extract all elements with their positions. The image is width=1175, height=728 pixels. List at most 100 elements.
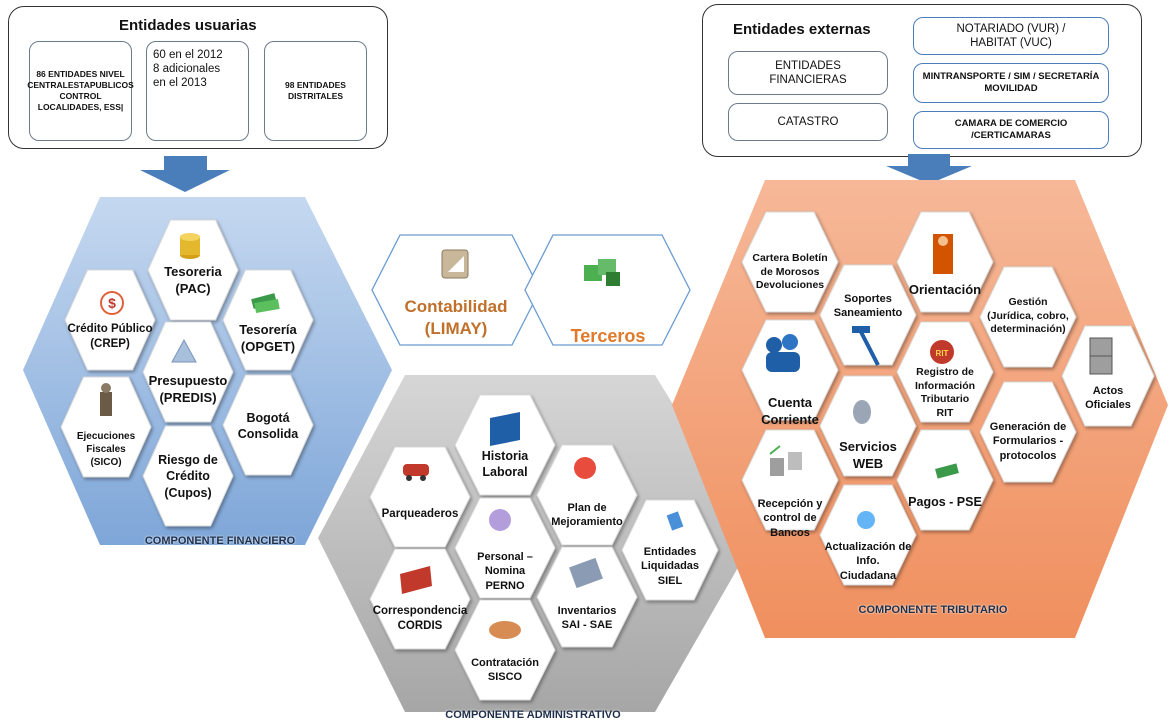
hex-rit	[896, 321, 994, 423]
people-icon	[766, 334, 800, 372]
label-inventarios-line: SAI - SAE	[561, 619, 613, 632]
entidades-externas-panel: Entidades externas ENTIDADES FINANCIERAS…	[702, 4, 1142, 157]
label-pagos-pse-line: Pagos - PSE	[908, 495, 982, 509]
label-ejecuciones-fiscales-line: Fiscales	[86, 444, 126, 455]
label-generacion-line: Formularios -	[992, 435, 1064, 448]
ext-box-financieras: ENTIDADES FINANCIERAS	[728, 51, 888, 95]
coins-icon	[180, 233, 200, 259]
mail-icon	[400, 566, 432, 594]
entity-box-distritales: 98 ENTIDADES DISTRITALES	[264, 41, 367, 141]
hex-terceros	[524, 234, 691, 346]
label-soportes-line: Saneamiento	[833, 307, 903, 320]
label-actualizacion-line: Ciudadana	[839, 569, 897, 582]
hammer-icon	[852, 326, 880, 366]
label-correspondencia-line: Correspondencia	[372, 605, 468, 617]
component-tributario-label: COMPONENTE TRIBUTARIO	[858, 604, 1008, 616]
label-generacion-line: Generación de	[989, 421, 1067, 433]
car-icon	[403, 464, 429, 481]
entity-box-years: 60 en el 2012 8 adicionales en el 2013	[146, 41, 249, 141]
rit-badge-icon: RIT	[930, 340, 954, 364]
hex-servicios-web	[819, 375, 917, 477]
label-orientacion-line: Orientación	[908, 282, 982, 297]
document-icon	[666, 511, 684, 531]
label-entidades-liquidadas-line: SIEL	[657, 574, 683, 587]
terceros-icon	[584, 259, 620, 286]
ext-box-catastro: CATASTRO	[728, 103, 888, 141]
label-presupuesto-line: (PREDIS)	[159, 389, 217, 405]
label-plan-mejoramiento-line: Plan de	[567, 502, 607, 514]
label-generacion-line: protocolos	[999, 449, 1057, 462]
label-presupuesto-line: Presupuesto	[148, 373, 228, 388]
component-financiero-label: COMPONENTE FINANCIERO	[144, 535, 296, 547]
hex-personal-nomina	[454, 497, 556, 599]
hex-parqueaderos	[369, 446, 471, 548]
hex-plan-mejoramiento	[536, 444, 638, 546]
label-bogota-consolida-line: Bogotá	[246, 411, 290, 425]
panel-title: Entidades usuarias	[119, 17, 257, 34]
label-tesoreria-pac: Tesoreria(PAC)	[133, 264, 253, 298]
label-tesoreria-opget-line: (OPGET)	[240, 338, 296, 354]
label-presupuesto: Presupuesto(PREDIS)	[128, 373, 248, 407]
label-riesgo-credito-line: Riesgo de	[158, 453, 218, 467]
hex-riesgo-credito	[142, 425, 234, 527]
contabilidad-icon	[441, 249, 469, 279]
hex-correspondencia	[369, 548, 471, 650]
label-actualizacion-line: Actualización de	[824, 541, 912, 553]
calculator-icon	[569, 557, 603, 589]
ext-box-mintransporte: MINTRANSPORTE / SIM / SECRETARÍA MOVILID…	[913, 63, 1109, 103]
plan-icon	[574, 457, 596, 479]
hex-actualizacion	[819, 484, 917, 586]
label-tesoreria-opget-line: Tesorería	[239, 322, 297, 337]
label-cartera-line: Cartera Boletín	[752, 252, 828, 264]
hex-recepcion	[741, 429, 839, 531]
label-plan-mejoramiento-line: Mejoramiento	[551, 516, 623, 529]
label-historia-laboral-line: Laboral	[482, 465, 528, 480]
label-tesoreria-pac-line: (PAC)	[175, 280, 211, 296]
label-soportes-line: Soportes	[844, 293, 892, 305]
hex-contratacion	[454, 599, 556, 701]
arrow-down-right	[886, 154, 972, 184]
label-gestion: Gestión(Jurídica, cobro,determinación)	[968, 296, 1088, 337]
label-parqueaderos-line: Parqueaderos	[381, 508, 459, 520]
person-icon	[489, 509, 511, 531]
label-contabilidad: Contabilidad(LIMAY)	[396, 296, 516, 340]
label-ejecuciones-fiscales-line: (SICO)	[90, 457, 122, 468]
justice-icon	[100, 383, 112, 416]
label-orientacion: Orientación	[885, 282, 1005, 299]
label-personal-nomina-line: Nomina	[484, 565, 526, 578]
hex-ejecuciones-fiscales	[60, 376, 152, 478]
label-plan-mejoramiento: Plan de Mejoramiento	[527, 501, 647, 530]
handshake-icon	[489, 621, 521, 639]
label-correspondencia-line: CORDIS	[397, 619, 443, 632]
label-credito-publico: Crédito Público(CREP)	[50, 322, 170, 352]
label-entidades-liquidadas-line: Liquidadas	[640, 560, 700, 573]
entidades-usuarias-panel: Entidades usuarias 86 ENTIDADES NIVEL CE…	[8, 6, 388, 149]
label-rit-line: Tributario	[920, 393, 970, 406]
label-terceros: Terceros	[548, 325, 668, 348]
label-gestion-line: (Jurídica, cobro,	[987, 309, 1069, 322]
label-rit-line: RIT	[936, 406, 954, 419]
ext-box-notariado: NOTARIADO (VUR) / HABITAT (VUC)	[913, 17, 1109, 55]
hex-inventarios	[536, 546, 638, 648]
hex-entidades-liquidadas	[621, 499, 719, 601]
pyramid-icon	[171, 338, 197, 363]
label-rit-line: Registro de	[916, 366, 974, 378]
ext-box-camara: CAMARA DE COMERCIO /CERTICAMARAS	[913, 111, 1109, 149]
hex-actos-oficiales	[1061, 325, 1155, 427]
label-recepcion-line: Bancos	[770, 526, 810, 539]
label-personal-nomina-line: PERNO	[485, 579, 525, 592]
cabinet-icon	[1089, 337, 1113, 375]
label-contratacion-line: SISCO	[487, 671, 523, 684]
label-cuenta-corriente-line: Cuenta	[767, 395, 813, 410]
hex-pagos-pse	[896, 429, 994, 531]
label-credito-publico-line: (CREP)	[90, 337, 130, 350]
